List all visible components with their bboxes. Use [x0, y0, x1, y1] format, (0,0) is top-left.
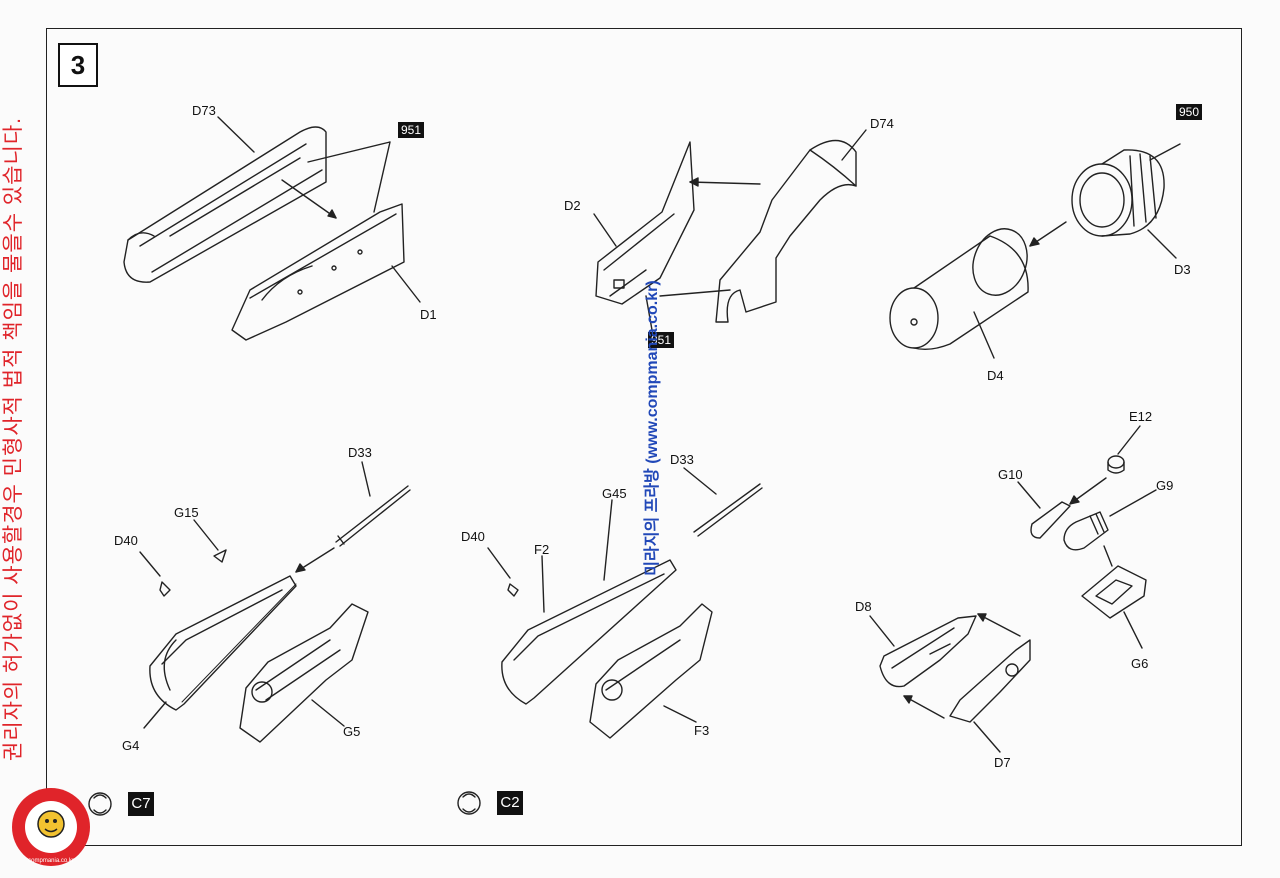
- site-watermark: 미라지의 프라방 (www.compmania.co.kr): [644, 280, 661, 576]
- label-d73: D73: [192, 103, 216, 118]
- leader-g9: [1109, 489, 1157, 517]
- compmania-logo-icon: compmania.co.kr: [12, 788, 90, 866]
- leader-f2: [541, 555, 545, 613]
- color-box-c7: C7: [128, 792, 154, 816]
- leader-d40-left: [139, 551, 161, 577]
- label-d33-mid: D33: [670, 452, 694, 467]
- paint-code-951-a: 951: [398, 122, 425, 138]
- label-d74: D74: [870, 116, 894, 131]
- leader-d1: [391, 265, 421, 303]
- leader-d2: [593, 213, 617, 247]
- part-d73: [123, 126, 327, 283]
- leader-g10: [1017, 481, 1041, 509]
- step-number: 3: [58, 43, 98, 87]
- arrow-d73-d1: [281, 179, 337, 219]
- leader-g45: [603, 499, 613, 581]
- label-d3: D3: [1174, 262, 1191, 277]
- leader-951-a: [307, 141, 391, 213]
- leader-d8: [869, 615, 895, 647]
- leader-d7: [973, 721, 1001, 753]
- part-d40-left: [159, 581, 171, 597]
- leader-d73: [217, 116, 255, 153]
- part-d4: [889, 228, 1029, 351]
- leader-d4: [973, 311, 995, 359]
- label-g10: G10: [998, 467, 1023, 482]
- leader-d33-left: [361, 461, 371, 497]
- label-f3: F3: [694, 723, 710, 738]
- svg-text:compmania.co.kr: compmania.co.kr: [28, 858, 74, 864]
- label-g5: G5: [343, 724, 361, 739]
- label-d40-left: D40: [114, 533, 138, 548]
- leader-951-b: [645, 289, 731, 331]
- label-g15: G15: [174, 505, 199, 520]
- label-g45: G45: [602, 486, 627, 501]
- label-d8: D8: [855, 599, 872, 614]
- leader-e12: [1117, 425, 1141, 455]
- leader-950: [1149, 143, 1181, 161]
- leader-d74: [841, 129, 867, 161]
- label-g6: G6: [1131, 656, 1149, 671]
- part-f2: [501, 559, 677, 705]
- paint-code-951-b: 951: [648, 332, 675, 348]
- leader-g15: [193, 519, 219, 551]
- arrow-g9-g6: [1103, 545, 1113, 567]
- part-g10: [1030, 501, 1071, 539]
- label-g4: G4: [122, 738, 140, 753]
- label-g9: G9: [1156, 478, 1174, 493]
- part-e12: [1107, 455, 1125, 474]
- part-g4: [149, 575, 297, 711]
- part-g6: [1081, 565, 1147, 619]
- part-g15: [213, 549, 227, 563]
- part-d40-mid: [507, 583, 519, 597]
- color-box-c2: C2: [497, 791, 523, 815]
- leader-g5: [311, 699, 345, 727]
- leader-d40-mid: [487, 547, 511, 579]
- part-d1: [231, 203, 405, 341]
- leader-d33-mid: [683, 467, 717, 495]
- leader-g4: [143, 701, 167, 729]
- leader-g6: [1123, 611, 1143, 649]
- copyright-watermark: 권리자의 허가없이 사용할경우 민형사적 법적 책임을 물을수 있습니다.: [2, 117, 23, 761]
- label-d40-mid: D40: [461, 529, 485, 544]
- part-d2: [595, 141, 695, 305]
- part-d7: [949, 639, 1031, 723]
- label-d4: D4: [987, 368, 1004, 383]
- leader-f3: [663, 705, 697, 723]
- part-d33-left: [335, 485, 411, 547]
- label-f2: F2: [534, 542, 550, 557]
- spray-rotate-icon: [88, 791, 481, 816]
- label-d7: D7: [994, 755, 1011, 770]
- part-g9: [1063, 511, 1109, 551]
- paint-code-950: 950: [1176, 104, 1203, 120]
- label-d33-left: D33: [348, 445, 372, 460]
- part-f3: [589, 603, 713, 739]
- part-g5: [239, 603, 369, 743]
- part-d3: [1071, 149, 1165, 237]
- label-d1: D1: [420, 307, 437, 322]
- step-frame: [46, 28, 1242, 846]
- part-d74: [715, 139, 857, 323]
- label-d2: D2: [564, 198, 581, 213]
- leader-d3: [1147, 229, 1177, 259]
- part-d8: [879, 615, 977, 688]
- part-d33-mid: [693, 483, 763, 537]
- arrow-d74-d2: [689, 181, 761, 185]
- label-e12: E12: [1129, 409, 1153, 424]
